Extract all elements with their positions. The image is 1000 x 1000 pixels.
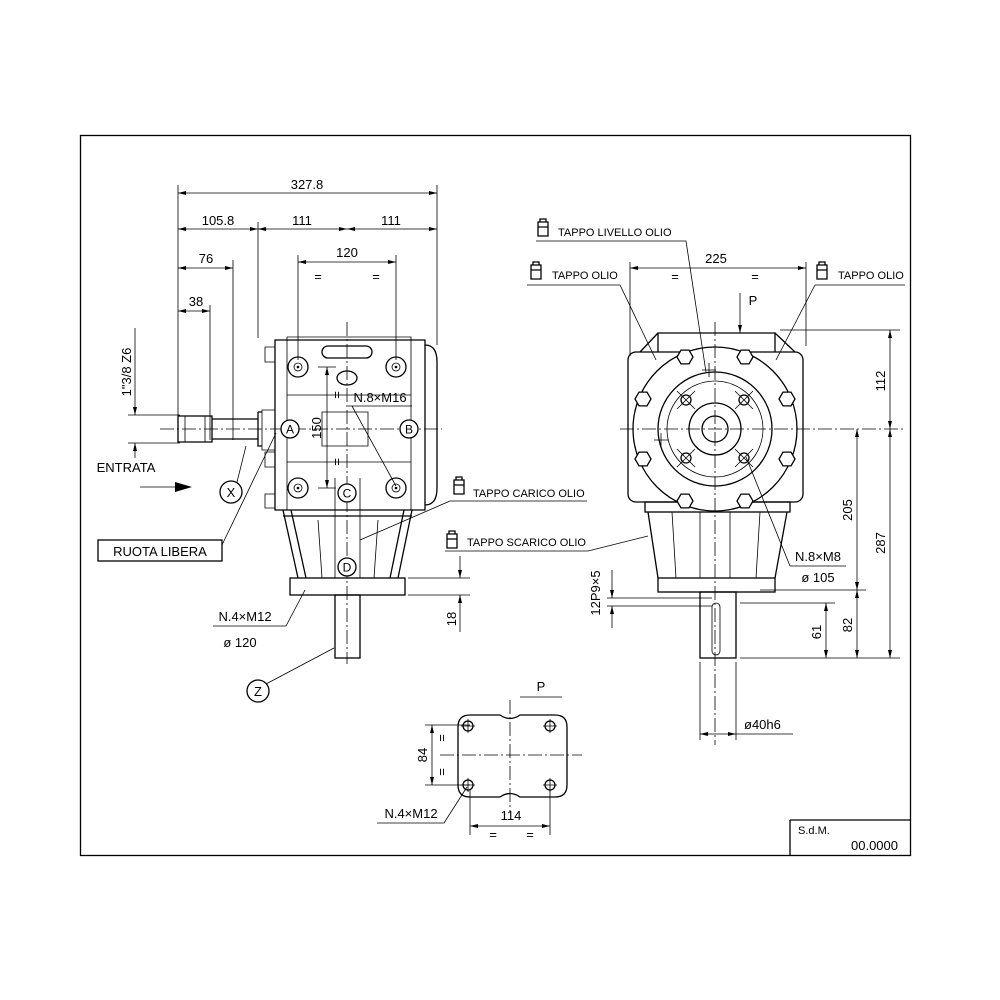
freewheel-label-box <box>97 539 223 562</box>
flange-bolt-heads <box>634 349 796 509</box>
fill-plug-leader <box>359 500 587 541</box>
dim-flange-thickness: 18 <box>444 612 459 626</box>
equal-mark: = <box>751 269 759 284</box>
side-output-shaft <box>334 594 361 659</box>
dim-overall-length: 327.8 <box>291 177 324 192</box>
equal-mark: = <box>489 827 497 842</box>
side-flange-diameter: ø 120 <box>223 635 256 650</box>
fill-plug-icon <box>453 476 465 495</box>
detail-x-leader <box>236 445 247 483</box>
detail-marker-z: Z <box>246 679 270 703</box>
oil-plug-right-label: TAPPO OLIO <box>838 270 904 282</box>
top-bolts-leader <box>348 405 412 487</box>
equal-mark: = <box>434 768 449 776</box>
oil-plug-left-icon <box>530 261 542 280</box>
front-extension-lines <box>607 262 900 740</box>
dim-left-half: 111 <box>292 213 312 228</box>
dim-shaft-step: 76 <box>199 251 213 266</box>
side-view-extension-lines <box>128 185 470 596</box>
dim-housing-width: 225 <box>705 251 727 266</box>
dim-top-height: 112 <box>873 371 888 392</box>
svg-text:A: A <box>286 423 294 437</box>
dim-keyway: 12P9×5 <box>588 570 603 615</box>
dim-shaft-diameter: ø40h6 <box>744 717 781 732</box>
oil-plug-right-icon <box>816 261 828 280</box>
title-block-frame <box>789 819 911 856</box>
side-lower-cone <box>282 509 413 579</box>
dim-axis-to-flange: 205 <box>840 499 855 521</box>
flange-tapped-holes <box>676 390 754 468</box>
equal-mark: = <box>434 734 449 742</box>
equal-mark: = <box>314 269 322 284</box>
svg-text:X: X <box>227 485 236 500</box>
detail-marker-x: X <box>219 480 243 504</box>
bottom-view-label: P <box>537 679 546 694</box>
front-lower-cone-ribs <box>671 511 761 579</box>
oil-plug-left-leader <box>527 284 657 361</box>
side-view: 327.8 105.8 111 111 76 120 = = 38 1"3/8 … <box>97 177 649 703</box>
view-arrow-label: P <box>749 293 758 308</box>
drain-plug-label: TAPPO SCARICO OLIO <box>467 537 586 549</box>
dim-bolt-height: 150 <box>309 417 324 439</box>
front-output-keyway <box>711 602 721 656</box>
position-marker-c: C <box>337 483 357 503</box>
dim-input-offset: 105.8 <box>202 213 235 228</box>
oil-plug-left-label: TAPPO OLIO <box>552 270 618 282</box>
position-marker-a: A <box>280 419 300 439</box>
dim-right-half: 111 <box>381 213 401 228</box>
svg-text:B: B <box>405 423 413 437</box>
bottom-mounting-bolts-leader <box>377 786 468 824</box>
bottom-mounting-bolts-label: N.4×M12 <box>384 806 437 821</box>
level-plug-icon <box>537 218 549 237</box>
top-bolts-label: N.8×M16 <box>353 390 406 405</box>
input-label: ENTRATA <box>97 460 156 475</box>
front-flange-bolts-label: N.8×M8 <box>795 549 841 564</box>
front-small-crosshairs <box>654 363 716 447</box>
front-output-shaft <box>699 591 737 659</box>
svg-text:Z: Z <box>254 684 262 699</box>
level-plug-leader <box>536 240 707 373</box>
drain-plug-icon <box>446 530 458 549</box>
drawing-frame <box>79 134 912 857</box>
dim-flange-to-shaft-end: 82 <box>840 618 855 632</box>
position-marker-d: D <box>337 557 357 577</box>
front-view: 225 = = P 112 205 287 82 61 12P9×5 ø40h6… <box>527 218 905 745</box>
dim-axis-to-shaft-end: 287 <box>873 532 888 554</box>
freewheel-leader <box>221 432 277 546</box>
bottom-mounting-holes <box>461 719 557 792</box>
equal-mark: = <box>671 269 679 284</box>
bottom-extension-lines <box>425 724 551 835</box>
oil-plug-right-leader <box>775 284 905 361</box>
equal-mark: = <box>372 269 380 284</box>
dim-input-spline: 1"3/8 Z6 <box>119 348 134 397</box>
drain-plug-leader <box>445 535 649 552</box>
fill-plug-label: TAPPO CARICO OLIO <box>473 488 585 500</box>
dim-hole-spacing-y: 84 <box>415 748 430 762</box>
title-block-label: S.d.M. <box>798 825 830 837</box>
front-flange-bolts-leader <box>745 456 846 567</box>
side-base-flange <box>289 577 406 596</box>
dim-bolt-spacing: 120 <box>336 245 358 260</box>
side-bolt-bosses <box>287 356 407 499</box>
side-flange-bolts-label: N.4×M12 <box>218 609 271 624</box>
front-lower-cone <box>647 511 788 579</box>
title-block-code: 00.0000 <box>851 838 898 853</box>
svg-text:D: D <box>343 561 352 575</box>
level-plug-label: TAPPO LIVELLO OLIO <box>558 227 672 239</box>
front-flange-diameter: ø 105 <box>801 570 834 585</box>
dim-spline-length: 38 <box>189 294 203 309</box>
svg-text:C: C <box>343 487 352 501</box>
dim-hole-spacing-x: 114 <box>501 808 522 823</box>
side-flange-bolts-leader <box>213 589 306 627</box>
side-lower-cone-ribs <box>317 478 379 579</box>
equal-mark: = <box>526 827 534 842</box>
freewheel-label: RUOTA LIBERA <box>113 544 207 559</box>
front-base-flange <box>657 577 776 593</box>
input-arrow-head <box>175 482 192 492</box>
bottom-view: P 84 = = 114 = = N.4×M12 <box>377 679 582 842</box>
position-marker-b: B <box>399 419 419 439</box>
detail-z-leader <box>265 647 335 685</box>
dim-shaft-length: 61 <box>809 625 824 639</box>
